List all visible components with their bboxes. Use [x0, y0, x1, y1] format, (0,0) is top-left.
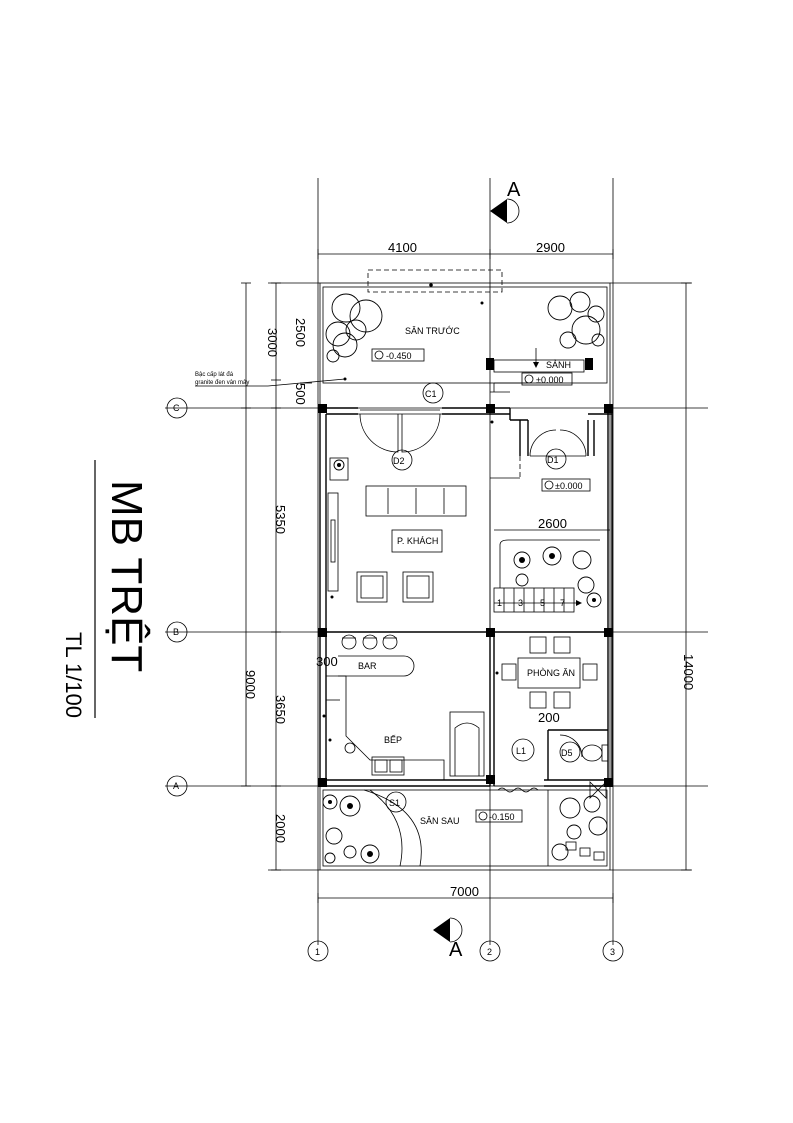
annotation-line1: Bậc cấp lát đá: [195, 372, 234, 378]
room-label-front-yard: SÂN TRƯỚC: [405, 326, 460, 336]
dim-top-2900: 2900: [536, 240, 565, 255]
svg-text:C: C: [173, 403, 180, 413]
level-tag-lobby: ±0.000: [521, 372, 573, 386]
annotation-line2: granite đen vân mây: [195, 380, 249, 386]
svg-text:S1: S1: [389, 798, 400, 808]
svg-text:C1: C1: [425, 389, 437, 399]
stair-plants: [513, 546, 602, 608]
back-yard-plants-left: [322, 794, 380, 864]
drawing-title: MB TRỆT: [102, 480, 151, 672]
svg-text:B: B: [173, 627, 179, 637]
living-room: P. KHÁCH ±0.000: [327, 420, 591, 603]
axis-bubble-b: B: [165, 621, 190, 643]
axis-bubble-2: 2: [479, 940, 501, 962]
dim-left-500: 500: [293, 383, 308, 405]
room-label-living: P. KHÁCH: [397, 536, 438, 546]
dim-left-9000: 9000: [243, 670, 258, 699]
title-block: MB TRỆT TL 1/100: [61, 460, 151, 718]
svg-text:1: 1: [315, 947, 320, 957]
dim-wc-200: 200: [538, 710, 560, 725]
room-label-dining: PHÒNG ĂN: [527, 668, 575, 678]
structural-columns: [318, 358, 613, 787]
door-tag-c1: C1: [422, 382, 444, 404]
doors-entry: D2 D1: [358, 409, 587, 632]
dining-room: PHÒNG ĂN 200 L1 D5: [494, 636, 609, 799]
walls: [319, 282, 613, 871]
tree-front-left: [325, 293, 383, 363]
section-marker-top: A: [490, 179, 521, 224]
dim-bar-300: 300: [316, 654, 338, 669]
svg-text:-0.150: -0.150: [489, 812, 515, 822]
dim-stair-2600: 2600: [538, 516, 567, 531]
dim-left-3650: 3650: [273, 695, 288, 724]
svg-text:±0.000: ±0.000: [536, 375, 563, 385]
back-yard: SÂN SAU S1 -0.150: [322, 789, 608, 867]
svg-text:A: A: [449, 939, 463, 961]
svg-text:2: 2: [487, 947, 492, 957]
dim-left-5350: 5350: [273, 505, 288, 534]
tree-front-right: [547, 291, 605, 349]
level-tag-back-yard: -0.150: [475, 809, 523, 823]
room-label-bar: BAR: [358, 661, 377, 671]
door-tag-s1: S1: [385, 791, 407, 813]
svg-text:L1: L1: [516, 746, 526, 756]
drawing-scale: TL 1/100: [61, 632, 86, 718]
back-yard-plants-right: [551, 795, 608, 861]
svg-text:A: A: [173, 781, 179, 791]
svg-text:D5: D5: [561, 748, 573, 758]
door-tag-d1: D1: [545, 448, 567, 470]
door-tag-d2: D2: [391, 449, 413, 471]
svg-text:D1: D1: [547, 455, 559, 465]
grid-axes: C B A 1 2 3: [165, 178, 708, 962]
axis-bubble-a: A: [165, 775, 190, 797]
staircase: 2600 1 3 5 7: [493, 516, 610, 613]
room-label-back-yard: SÂN SAU: [420, 816, 460, 826]
svg-text:3: 3: [610, 947, 615, 957]
dim-left-2000: 2000: [273, 814, 288, 843]
dim-left-2500: 2500: [293, 318, 308, 347]
section-marker-bottom: A: [433, 917, 463, 961]
level-tag-living: ±0.000: [541, 478, 591, 492]
dim-bottom-7000: 7000: [450, 884, 479, 899]
svg-text:D2: D2: [393, 456, 405, 466]
svg-text:±0.000: ±0.000: [555, 481, 582, 491]
svg-text:A: A: [507, 179, 521, 201]
room-label-lobby: SẢNH: [546, 359, 571, 370]
bar-kitchen: BAR 300 BẾP: [316, 634, 485, 777]
axis-bubble-3: 3: [602, 940, 624, 962]
dim-top-4100: 4100: [388, 240, 417, 255]
front-yard: SÂN TRƯỚC SẢNH -0.450 ±0.000 Bậc cấp lát…: [195, 269, 605, 404]
door-tag-l1: L1: [511, 738, 535, 762]
axis-bubble-1: 1: [307, 940, 329, 962]
level-tag-front-yard: -0.450: [371, 348, 425, 362]
dimensions: 4100 2900 7000 3000 9000 2500 500 5350 3…: [241, 240, 696, 903]
room-label-kitchen: BẾP: [384, 735, 402, 745]
axis-bubble-c: C: [165, 397, 190, 419]
dim-left-3000: 3000: [265, 328, 280, 357]
door-tag-d5: D5: [559, 741, 581, 763]
svg-text:-0.450: -0.450: [386, 351, 412, 361]
dim-right-14000: 14000: [681, 654, 696, 690]
